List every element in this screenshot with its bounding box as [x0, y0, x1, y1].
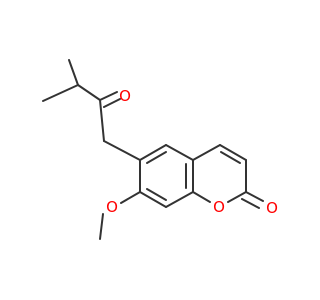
bond-pyranone-4 [227, 191, 247, 203]
bond-benzene-inner-1 [146, 151, 167, 164]
ring-oxygen-label: O [213, 198, 225, 216]
bond-lactone-double-a [245, 191, 264, 202]
methoxy-oxygen-label: O [106, 198, 118, 216]
molecule-structure-diagram: O O O O [42, 59, 278, 240]
bond-methyl-top [68, 59, 79, 86]
bond-ketone-double-b [103, 98, 121, 108]
bond-benzene-1 [139, 144, 167, 161]
bond-pyranone-2 [219, 144, 247, 161]
bond-benzene-2 [165, 144, 194, 161]
bond-methylene-to-ring [103, 140, 141, 161]
ketone-oxygen-label: O [119, 87, 131, 105]
bond-benzene-4 [165, 191, 194, 208]
bond-methyl-left [42, 84, 79, 102]
bond-ring-to-methoxy-oxygen [120, 191, 141, 204]
bond-benzene-inner-3 [146, 188, 167, 201]
bond-pyranone-1 [192, 144, 221, 161]
atom-label-layer: O O O O [106, 87, 278, 217]
bond-benzene-5 [139, 191, 167, 208]
bond-isopropyl-to-carbonyl [77, 84, 101, 101]
bond-ketone-double-a [99, 91, 118, 101]
bond-methoxy-oxygen-to-methyl [99, 213, 104, 240]
lactone-carbonyl-oxygen-label: O [266, 199, 278, 217]
bond-pyranone-5 [192, 191, 211, 203]
bond-lactone-double-b [241, 198, 260, 209]
bond-layer [42, 59, 264, 240]
bond-pyranone-inner [220, 151, 241, 164]
bond-carbonyl-to-methylene [99, 99, 105, 142]
